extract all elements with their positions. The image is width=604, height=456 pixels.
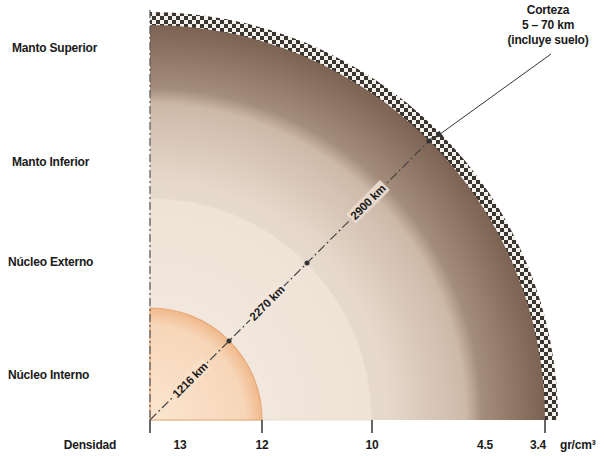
crust-label: Corteza xyxy=(527,3,570,17)
boundary-dot xyxy=(305,261,310,266)
layer-label: Manto Superior xyxy=(12,41,97,55)
density-value: 4.5 xyxy=(477,438,493,452)
density-value: 3.4 xyxy=(530,438,546,452)
crust-leader xyxy=(436,54,551,137)
layer-label: Manto Inferior xyxy=(12,155,89,169)
mantle xyxy=(150,25,545,420)
tick xyxy=(149,420,151,433)
layer-label: Núcleo Interno xyxy=(8,368,89,382)
axis-vertical xyxy=(149,10,150,420)
boundary-dot xyxy=(227,339,232,344)
radius-line xyxy=(150,138,432,420)
tick xyxy=(371,420,373,433)
density-value: 13 xyxy=(174,438,187,452)
layer-label: Núcleo Externo xyxy=(8,255,93,269)
density-unit: gr/cm³ xyxy=(560,438,595,452)
crust-note: (incluye suelo) xyxy=(507,33,588,47)
axis-title: Densidad xyxy=(64,438,116,452)
tick xyxy=(261,420,263,433)
outer-core xyxy=(150,198,372,420)
density-value: 12 xyxy=(256,438,269,452)
crust-thickness: 5 – 70 km xyxy=(522,18,574,32)
density-value: 10 xyxy=(366,438,379,452)
tick xyxy=(544,420,546,433)
boundary-dot xyxy=(427,139,432,144)
crust-band xyxy=(150,12,558,420)
